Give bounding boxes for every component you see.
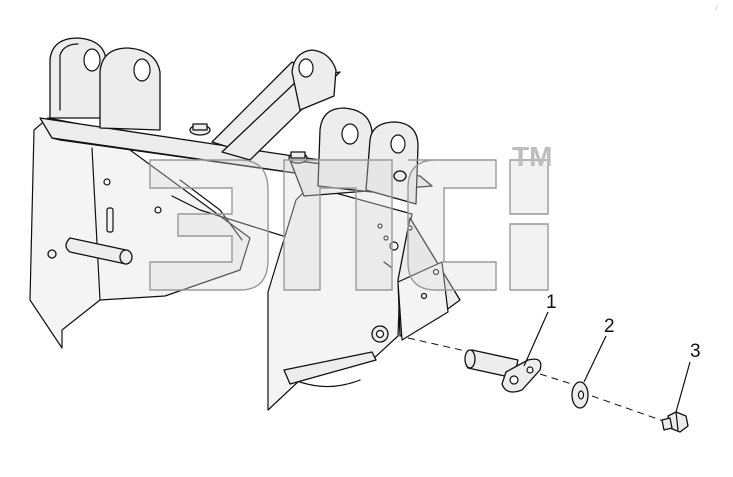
callout-number-3: 3 [690, 341, 701, 362]
callout-number-1: 1 [546, 292, 557, 313]
part-1-pin [464, 349, 542, 393]
corner-mark: ⁄ [714, 6, 718, 12]
explode-axis-3 [591, 395, 673, 425]
leader-line-2 [583, 335, 607, 383]
right-mounting-frame [267, 107, 461, 411]
explode-axis-1 [407, 337, 471, 353]
explode-axis-2 [539, 373, 579, 387]
part-2-washer [571, 381, 589, 409]
leader-line-3 [675, 361, 691, 413]
part-3-bolt [661, 411, 689, 433]
left-mounting-frame [29, 37, 341, 349]
watermark-trademark: TM [512, 141, 552, 172]
callout-number-2: 2 [604, 316, 615, 337]
leader-line-1 [523, 311, 549, 367]
watermark-logo: TM [149, 141, 552, 291]
